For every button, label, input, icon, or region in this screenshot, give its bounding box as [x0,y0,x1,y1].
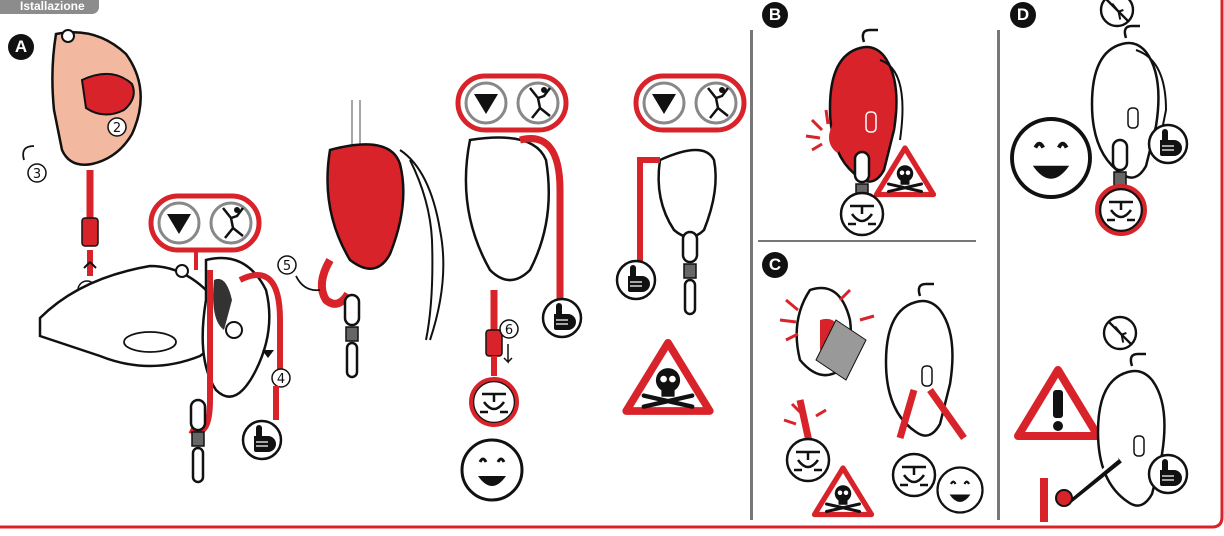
device-fall-c [779,286,875,447]
harness-icon-2 [839,191,885,237]
harness-icon-3 [785,437,831,483]
thumb-icon-3 [615,259,657,301]
smiley-icon-2 [936,466,984,514]
device-white-hang [637,148,717,316]
panel-label-c: C [762,252,788,278]
device-white-d [1090,24,1168,224]
sign-pair-3 [636,76,744,130]
device-opened-skin [51,29,142,276]
device-red-closed [317,100,445,379]
panel-label-b: B [762,2,788,28]
thumb-icon-5 [1147,453,1189,495]
step-3: 3 [33,167,41,182]
divider-horizontal [758,240,976,242]
harness-icon-4 [891,452,937,498]
device-red-b [805,28,904,236]
panel-label-a: A [8,34,34,60]
harness-icon-5 [1098,187,1144,233]
device-white-6 [464,135,564,376]
device-white-c [884,282,967,441]
step-4: 4 [277,372,285,387]
device-white-d2 [1040,352,1166,522]
thumb-icon-2 [541,297,583,339]
step-6: 6 [505,323,513,338]
section-tab: Istallazione [0,0,99,14]
skull-warning-icon-1 [626,343,710,411]
harness-icon-1 [471,379,517,425]
step-5: 5 [283,259,291,274]
thumb-icon-1 [241,419,283,461]
divider-vertical-1 [750,30,753,520]
device-with-rope [38,256,283,484]
no-climbing-icon-1 [1099,0,1135,28]
exclamation-warning-icon [1014,366,1102,440]
sign-pair-1 [151,196,259,250]
thumb-icon-4 [1147,123,1189,165]
smiley-icon-1 [460,438,524,502]
step-2: 2 [113,121,121,136]
divider-vertical-2 [997,30,1000,520]
no-climbing-icon-2 [1102,315,1138,351]
panel-label-d: D [1010,2,1036,28]
sign-pair-2 [458,76,566,130]
smiley-icon-3 [1010,117,1092,199]
